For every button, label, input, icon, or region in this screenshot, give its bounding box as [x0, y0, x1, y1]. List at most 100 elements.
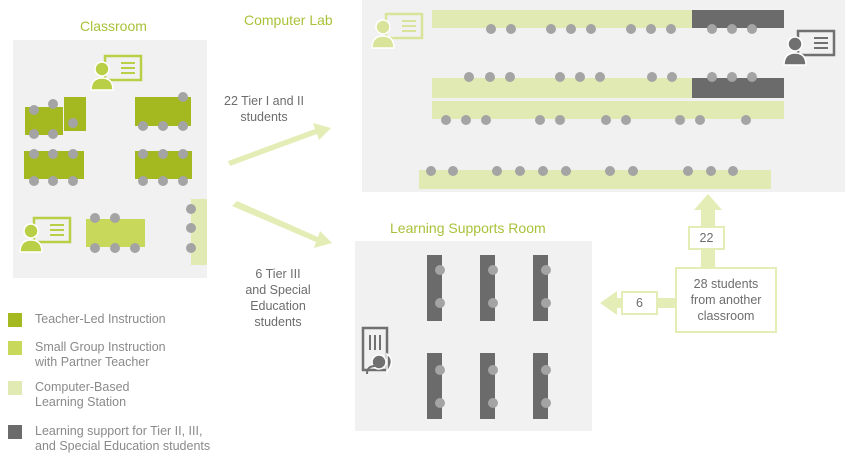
upper-arrow-text: 22 Tier I and II students: [224, 94, 304, 124]
seat: [541, 398, 551, 408]
seat: [535, 115, 545, 125]
lab-tables: [419, 10, 784, 189]
seat: [541, 265, 551, 275]
learning-support-table: [427, 255, 442, 321]
seat: [626, 24, 636, 34]
legend-item-learning-support: Learning support for Tier II, III, and S…: [8, 424, 210, 454]
teacher-icon: [371, 12, 424, 49]
arrow-to-computer-lab: [228, 123, 331, 166]
seat: [561, 166, 571, 176]
learning-support-table: [480, 353, 495, 419]
seat: [727, 24, 737, 34]
seat: [566, 24, 576, 34]
seat: [138, 176, 148, 186]
seat: [538, 166, 548, 176]
seat: [435, 398, 445, 408]
seat: [441, 115, 451, 125]
learning-supports-area: [355, 241, 592, 431]
seat: [555, 115, 565, 125]
seat: [130, 243, 140, 253]
seat: [727, 72, 737, 82]
legend-label: Teacher-Led Instruction: [35, 312, 166, 326]
seat: [485, 72, 495, 82]
seat: [158, 149, 168, 159]
legend-item-small-group: Small Group Instruction with Partner Tea…: [8, 340, 166, 370]
computer-station-table: [432, 101, 784, 119]
seat: [48, 99, 58, 109]
seat: [178, 121, 188, 131]
seat: [541, 298, 551, 308]
seat: [186, 243, 196, 253]
lower-arrow-text: 6 Tier III and Special Education student…: [245, 267, 311, 329]
legend-swatch: [8, 381, 22, 395]
seat: [448, 166, 458, 176]
support-tables: [427, 255, 548, 419]
seat: [486, 24, 496, 34]
seat: [492, 166, 502, 176]
seat: [515, 166, 525, 176]
seat: [667, 72, 677, 82]
legend-item-computer-based: Computer-Based Learning Station: [8, 380, 130, 410]
seat: [747, 24, 757, 34]
legend-item-teacher-led: Teacher-Led Instruction: [8, 312, 166, 327]
legend-label: Computer-Based Learning Station: [35, 380, 130, 409]
seat: [464, 72, 474, 82]
seat: [488, 398, 498, 408]
seat: [586, 24, 596, 34]
seat: [666, 24, 676, 34]
computer-lab-title: Computer Lab: [244, 12, 333, 28]
seat: [178, 176, 188, 186]
seat: [555, 72, 565, 82]
seat: [29, 129, 39, 139]
classroom-seats: [29, 92, 196, 253]
seat: [435, 298, 445, 308]
teacher-icon: [19, 216, 72, 253]
seat: [110, 213, 120, 223]
count-to-supports: 6: [636, 296, 643, 310]
lab-seats: [426, 24, 757, 176]
support-teacher-icon: [361, 326, 393, 375]
seat: [435, 265, 445, 275]
learning-support-table: [533, 353, 548, 419]
seat: [575, 72, 585, 82]
seat: [29, 105, 39, 115]
seat: [707, 24, 717, 34]
support-teacher-icon: [783, 29, 836, 66]
seat: [481, 115, 491, 125]
seat: [90, 213, 100, 223]
computer-station-table: [432, 78, 692, 98]
learning-support-table: [480, 255, 495, 321]
seat: [461, 115, 471, 125]
seat: [505, 72, 515, 82]
seat: [621, 115, 631, 125]
classroom-title: Classroom: [80, 18, 147, 34]
seat: [546, 24, 556, 34]
seat: [601, 115, 611, 125]
seat: [541, 365, 551, 375]
seat: [68, 149, 78, 159]
seat: [707, 72, 717, 82]
seat: [186, 204, 196, 214]
seat: [506, 24, 516, 34]
seat: [728, 166, 738, 176]
seat: [435, 365, 445, 375]
seat: [646, 24, 656, 34]
seat: [488, 298, 498, 308]
seat: [426, 166, 436, 176]
learning-supports-title: Learning Supports Room: [390, 220, 546, 236]
other-classroom-text: 28 students from another classroom: [690, 277, 762, 323]
seat: [595, 72, 605, 82]
learning-support-table: [427, 353, 442, 419]
seat: [647, 72, 657, 82]
count-to-lab: 22: [699, 231, 714, 245]
seat: [178, 92, 188, 102]
legend-label: Learning support for Tier II, III, and S…: [35, 424, 211, 453]
seat: [628, 166, 638, 176]
computer-station-table: [419, 170, 771, 189]
seat: [706, 166, 716, 176]
seat: [683, 166, 693, 176]
arrow-to-learning-supports: [232, 201, 332, 248]
seat: [138, 149, 148, 159]
legend-swatch: [8, 341, 22, 355]
